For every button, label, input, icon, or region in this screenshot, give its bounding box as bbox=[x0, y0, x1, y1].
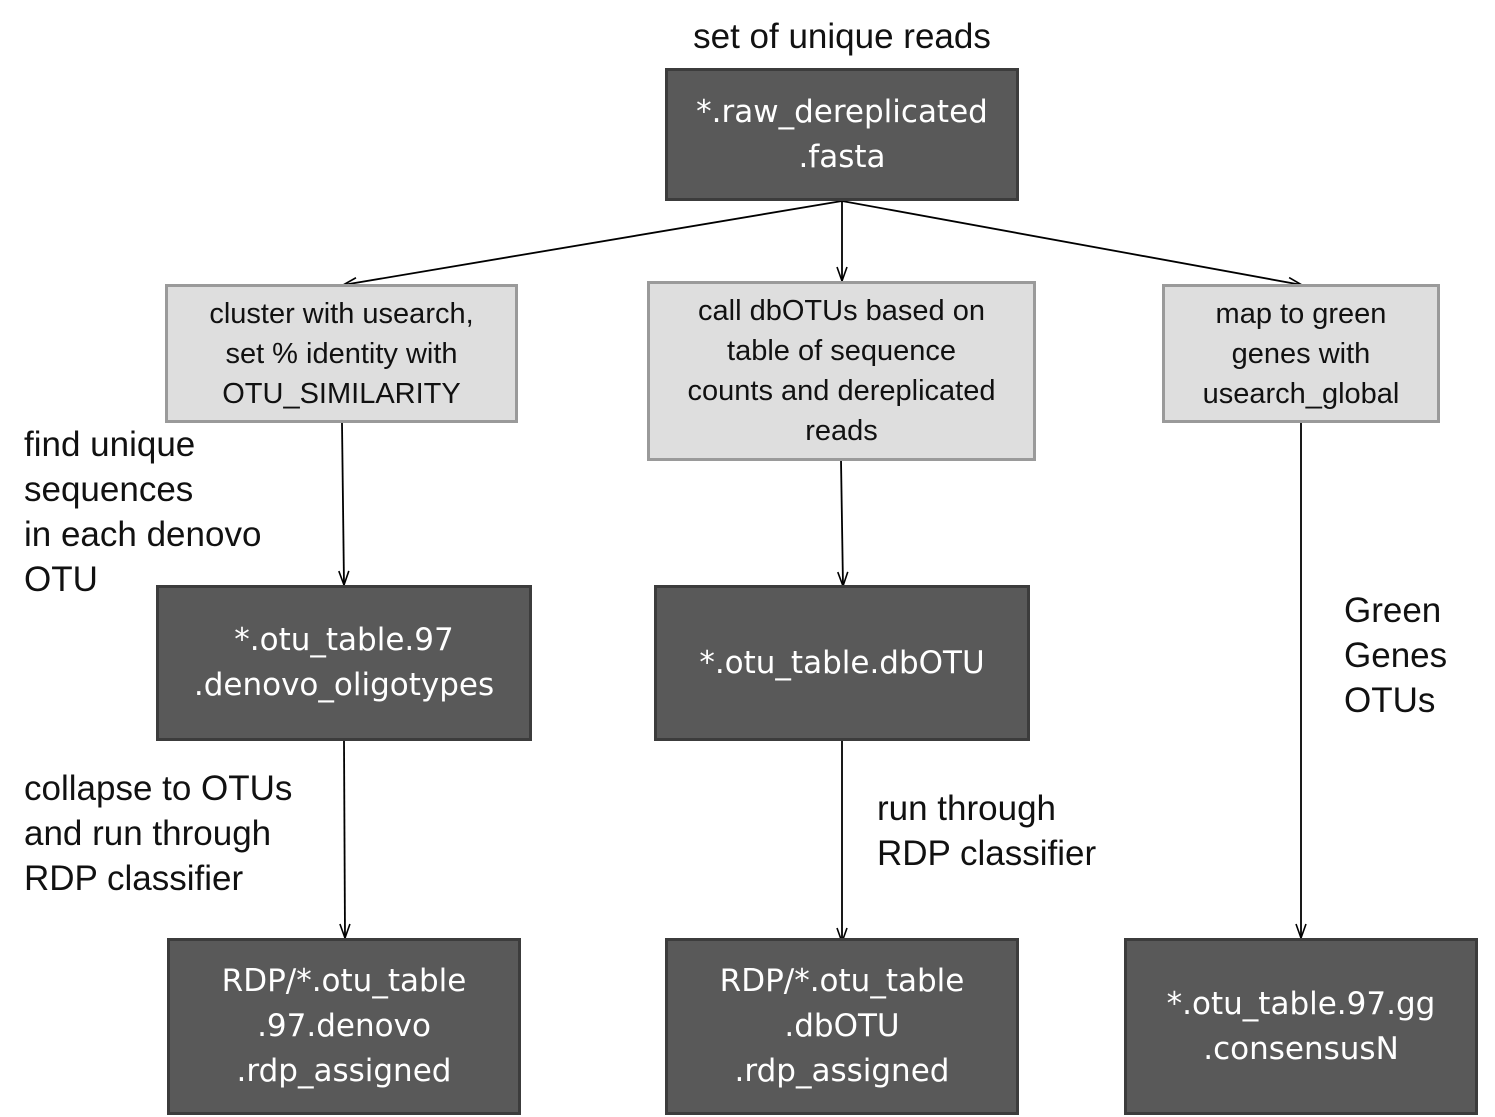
edge-raw-to-cluster bbox=[343, 200, 843, 285]
top-label: set of unique reads bbox=[693, 17, 991, 56]
node-rdp-dbotu: RDP/*.otu_table.dbOTU.rdp_assigned bbox=[665, 938, 1019, 1115]
node-rdp-denovo: RDP/*.otu_table.97.denovo.rdp_assigned bbox=[167, 938, 521, 1115]
node-otu-table-gg: *.otu_table.97.gg.consensusN bbox=[1124, 938, 1478, 1115]
edge-denovo-table-to-rdp-denovo bbox=[344, 740, 345, 938]
node-otu-table-denovo: *.otu_table.97.denovo_oligotypes bbox=[156, 585, 532, 741]
node-otu-table-dbotu: *.otu_table.dbOTU bbox=[654, 585, 1030, 741]
edge-raw-to-map-gg bbox=[841, 200, 1302, 285]
node-cluster-usearch: cluster with usearch,set % identity with… bbox=[165, 284, 518, 423]
edge-dbotu-call-to-dbotu-table bbox=[841, 459, 843, 586]
node-raw-dereplicated: *.raw_dereplicated.fasta bbox=[665, 68, 1019, 201]
edge-cluster-to-denovo-table bbox=[342, 422, 344, 585]
